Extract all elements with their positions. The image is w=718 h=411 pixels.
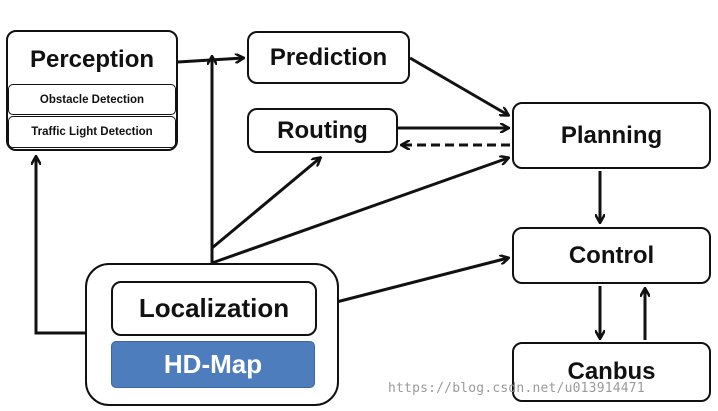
planning-label: Planning xyxy=(560,121,663,149)
arrow-prediction-planning xyxy=(409,56,508,115)
control-box: Control xyxy=(512,227,711,284)
canbus-box: Canbus xyxy=(512,342,711,402)
traffic-light-detection-box: Traffic Light Detection xyxy=(8,116,176,148)
perception-label: Perception xyxy=(29,46,155,73)
routing-label: Routing xyxy=(277,116,368,144)
obstacle-detection-box: Obstacle Detection xyxy=(8,84,176,115)
routing-box: Routing xyxy=(247,108,398,153)
traffic-light-detection-label: Traffic Light Detection xyxy=(31,126,153,138)
obstacle-detection-label: Obstacle Detection xyxy=(39,93,145,106)
localization-label: Localization xyxy=(138,293,290,323)
watermark-text: https://blog.csdn.net/u013914471 xyxy=(388,381,645,396)
canbus-label: Canbus xyxy=(567,358,656,385)
arrow-localization-perception xyxy=(36,157,85,335)
prediction-box: Prediction xyxy=(247,31,410,84)
control-label: Control xyxy=(568,241,655,269)
hd-map-box: HD-Map xyxy=(111,341,315,388)
localization-box: Localization xyxy=(111,281,317,336)
planning-box: Planning xyxy=(512,102,711,169)
prediction-label: Prediction xyxy=(269,43,388,71)
arrow-localization-control xyxy=(316,258,508,309)
arrow-localization-routing xyxy=(211,158,320,250)
arrow-localization-planning xyxy=(211,158,508,265)
hd-map-label: HD-Map xyxy=(163,349,263,379)
